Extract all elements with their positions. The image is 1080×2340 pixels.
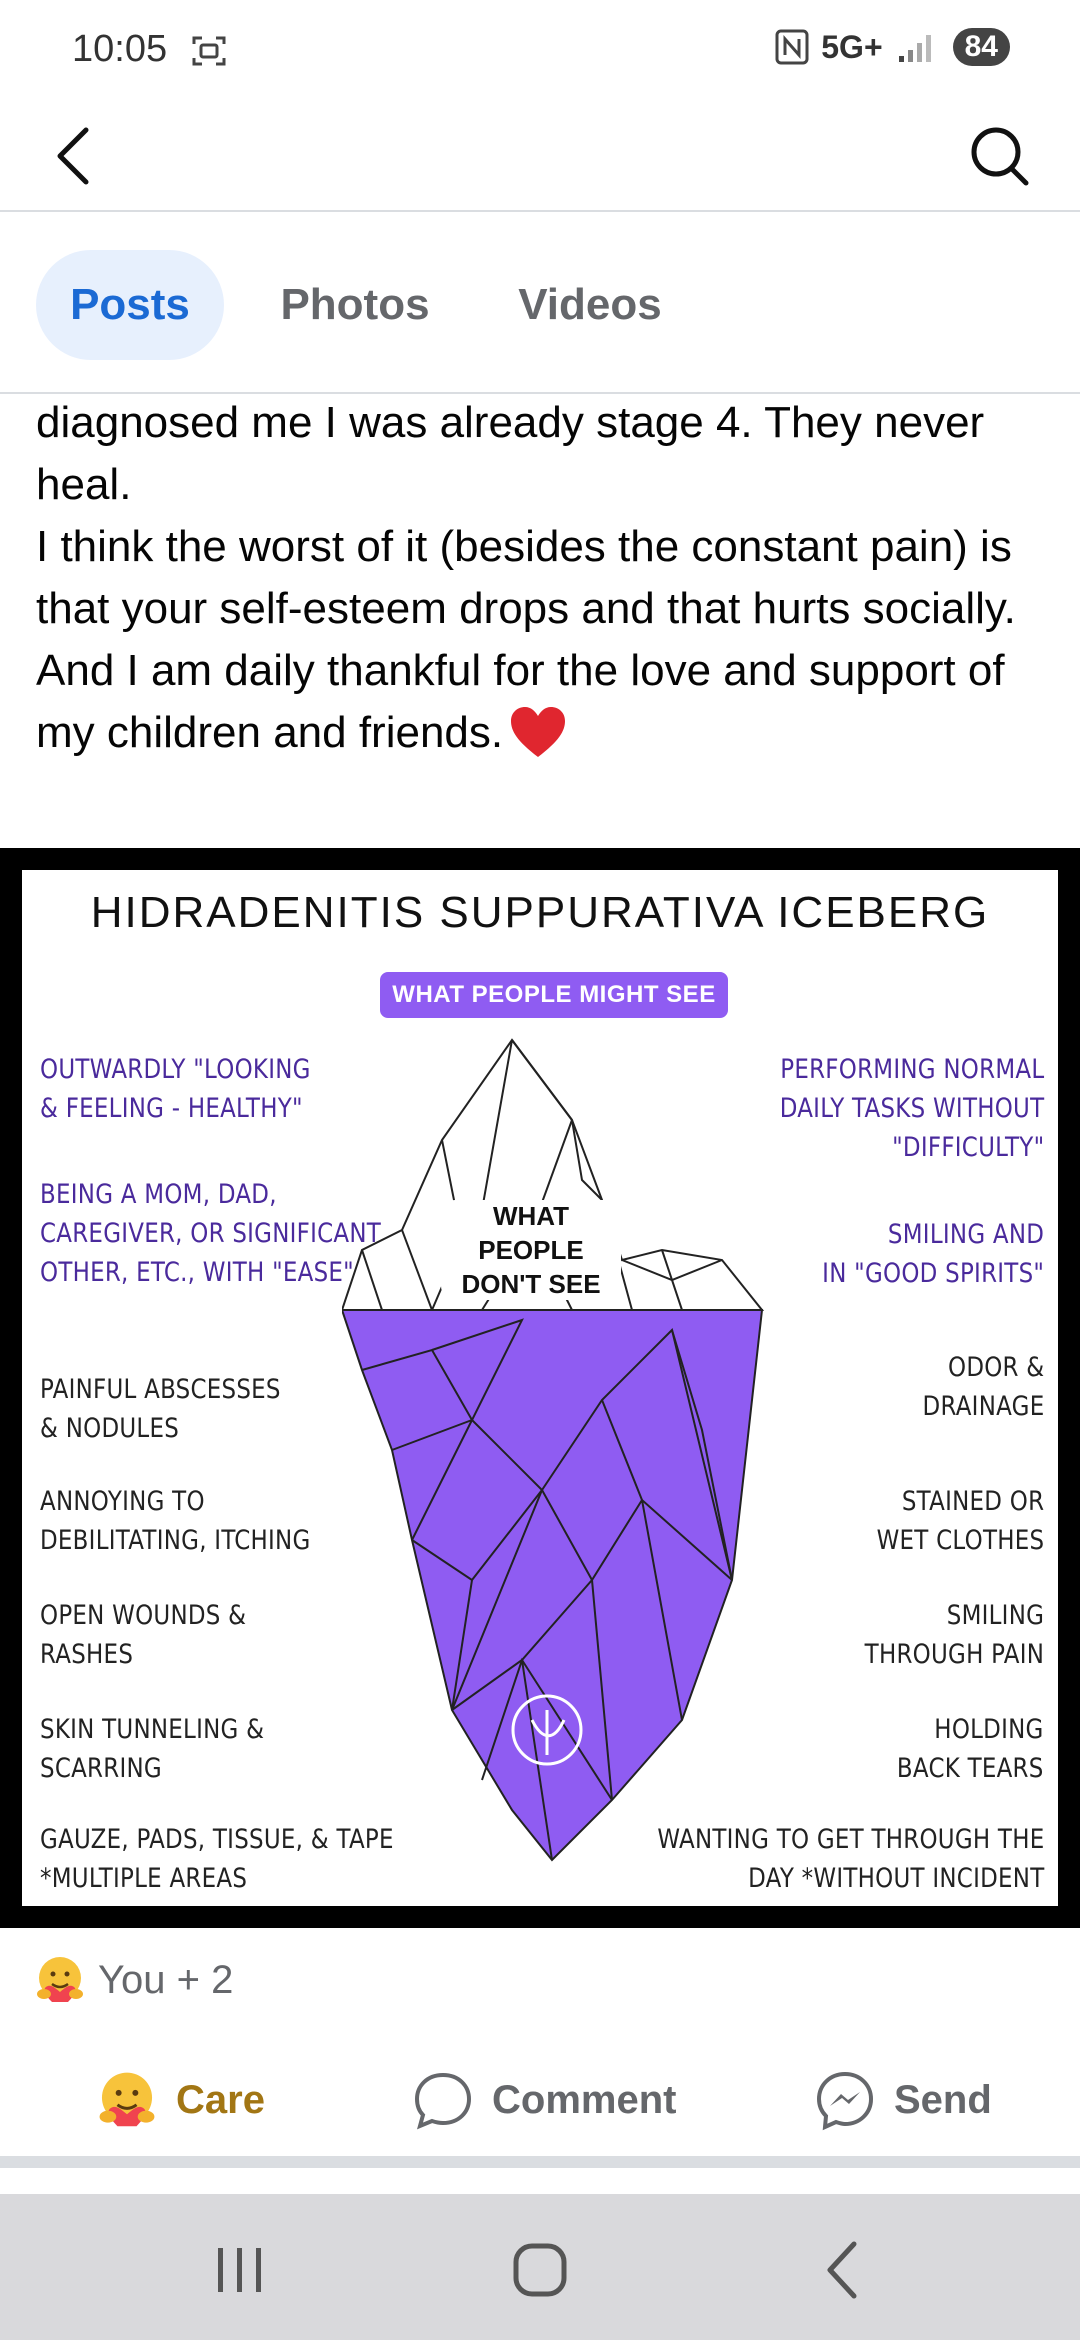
label-line: OPEN WOUNDS & bbox=[40, 1600, 247, 1631]
label-line: STAINED OR bbox=[901, 1486, 1044, 1517]
tab-videos[interactable]: Videos bbox=[518, 280, 662, 329]
nfc-icon bbox=[775, 29, 809, 65]
back-arrow-icon[interactable] bbox=[44, 116, 104, 196]
top-navigation bbox=[0, 100, 1080, 212]
label-line: GAUZE, PADS, TISSUE, & TAPE bbox=[40, 1824, 394, 1855]
care-label: Care bbox=[176, 2077, 265, 2122]
label-line: *MULTIPLE AREAS bbox=[40, 1863, 248, 1894]
label-line: OTHER, ETC., WITH "EASE" bbox=[40, 1257, 354, 1288]
tab-photos[interactable]: Photos bbox=[280, 280, 430, 329]
label-left-7: GAUZE, PADS, TISSUE, & TAPE *MULTIPLE AR… bbox=[40, 1820, 394, 1898]
back-icon[interactable] bbox=[804, 2230, 884, 2310]
label-left-1: OUTWARDLY "LOOKING & FEELING - HEALTHY" bbox=[40, 1050, 311, 1128]
status-time: 10:05 bbox=[72, 28, 168, 70]
label-line: OUTWARDLY "LOOKING bbox=[40, 1054, 311, 1085]
network-type: 5G+ bbox=[821, 28, 883, 65]
label-line: SCARRING bbox=[40, 1753, 162, 1784]
post-actions: Care Comment Send bbox=[0, 2050, 1080, 2150]
post-image[interactable]: HIDRADENITIS SUPPURATIVA ICEBERG WHAT PE… bbox=[0, 848, 1080, 1928]
infographic: HIDRADENITIS SUPPURATIVA ICEBERG WHAT PE… bbox=[22, 870, 1058, 1906]
care-reaction-icon bbox=[99, 2072, 155, 2127]
recent-apps-icon[interactable] bbox=[200, 2230, 280, 2310]
label-line: HOLDING bbox=[934, 1714, 1044, 1745]
label-line: BEING A MOM, DAD, bbox=[40, 1179, 277, 1210]
label-line: DAY *WITHOUT INCIDENT bbox=[747, 1863, 1044, 1894]
messenger-icon bbox=[816, 2071, 874, 2131]
iceberg-illustration bbox=[342, 1038, 765, 1862]
divider bbox=[0, 2156, 1080, 2168]
status-right: 5G+ 84 bbox=[775, 28, 1010, 66]
label-line: "DIFFICULTY" bbox=[891, 1132, 1044, 1163]
label-right-6: HOLDING BACK TEARS bbox=[897, 1710, 1044, 1788]
dont-see-line-2: DON'T SEE bbox=[461, 1269, 601, 1299]
status-bar: 10:05 5G+ 84 bbox=[0, 0, 1080, 100]
what-people-see-badge: WHAT PEOPLE MIGHT SEE bbox=[380, 972, 728, 1018]
label-line: WET CLOTHES bbox=[876, 1525, 1044, 1556]
comment-button[interactable]: Comment bbox=[412, 2050, 676, 2150]
screenshot-icon bbox=[192, 36, 226, 66]
send-label: Send bbox=[894, 2077, 992, 2122]
label-line: RASHES bbox=[40, 1639, 134, 1670]
dont-see-line-1: WHAT PEOPLE bbox=[478, 1201, 584, 1265]
android-navigation-bar bbox=[0, 2194, 1080, 2340]
label-right-4: STAINED OR WET CLOTHES bbox=[876, 1482, 1044, 1560]
send-button[interactable]: Send bbox=[814, 2050, 992, 2150]
organization-logo-icon bbox=[511, 1694, 583, 1766]
label-left-6: SKIN TUNNELING & SCARRING bbox=[40, 1710, 264, 1788]
label-right-1: PERFORMING NORMAL DAILY TASKS WITHOUT "D… bbox=[779, 1050, 1044, 1167]
reaction-count-text: You + 2 bbox=[98, 1957, 234, 2002]
post-line-3-text: And I am daily thankful for the love and… bbox=[36, 646, 1005, 757]
label-left-3: PAINFUL ABSCESSES & NODULES bbox=[40, 1370, 281, 1448]
label-line: ANNOYING TO bbox=[40, 1486, 205, 1517]
label-line: WANTING TO GET THROUGH THE bbox=[656, 1824, 1044, 1855]
post-line-3: And I am daily thankful for the love and… bbox=[36, 640, 1046, 764]
label-line: IN "GOOD SPIRITS" bbox=[821, 1258, 1044, 1289]
reaction-summary[interactable]: You + 2 bbox=[34, 1950, 233, 2010]
label-line: PAINFUL ABSCESSES bbox=[40, 1374, 281, 1405]
comment-label: Comment bbox=[492, 2077, 677, 2122]
label-left-4: ANNOYING TO DEBILITATING, ITCHING bbox=[40, 1482, 311, 1560]
label-line: & NODULES bbox=[40, 1413, 180, 1444]
battery-badge: 84 bbox=[952, 28, 1010, 66]
label-line: DEBILITATING, ITCHING bbox=[40, 1525, 311, 1556]
red-heart-icon bbox=[511, 707, 566, 757]
label-line: SMILING AND bbox=[887, 1219, 1044, 1250]
label-line: BACK TEARS bbox=[897, 1753, 1044, 1784]
label-left-2: BEING A MOM, DAD, CAREGIVER, OR SIGNIFIC… bbox=[40, 1175, 381, 1292]
label-line: PERFORMING NORMAL bbox=[779, 1054, 1044, 1085]
label-line: CAREGIVER, OR SIGNIFICANT bbox=[40, 1218, 382, 1249]
label-line: & FEELING - HEALTHY" bbox=[40, 1093, 303, 1124]
label-right-2: SMILING AND IN "GOOD SPIRITS" bbox=[822, 1215, 1044, 1293]
profile-tabs: Posts Photos Videos bbox=[0, 214, 1080, 394]
label-right-5: SMILING THROUGH PAIN bbox=[865, 1596, 1044, 1674]
label-line: THROUGH PAIN bbox=[864, 1639, 1044, 1670]
label-right-3: ODOR & DRAINAGE bbox=[922, 1348, 1044, 1426]
post-text: diagnosed me I was already stage 4. They… bbox=[36, 392, 1046, 764]
post-line-2: I think the worst of it (besides the con… bbox=[36, 522, 1016, 633]
post-line-1: diagnosed me I was already stage 4. They… bbox=[36, 398, 985, 509]
care-button[interactable]: Care bbox=[96, 2050, 265, 2150]
label-line: ODOR & bbox=[947, 1352, 1044, 1383]
what-people-dont-see-badge: WHAT PEOPLE DON'T SEE bbox=[441, 1200, 621, 1300]
label-right-7: WANTING TO GET THROUGH THE DAY *WITHOUT … bbox=[657, 1820, 1044, 1898]
label-line: SMILING bbox=[946, 1600, 1044, 1631]
label-line: SKIN TUNNELING & bbox=[40, 1714, 265, 1745]
home-icon[interactable] bbox=[500, 2230, 580, 2310]
label-line: DRAINAGE bbox=[922, 1391, 1044, 1422]
search-icon[interactable] bbox=[960, 114, 1040, 198]
label-left-5: OPEN WOUNDS & RASHES bbox=[40, 1596, 246, 1674]
label-line: DAILY TASKS WITHOUT bbox=[779, 1093, 1044, 1124]
tab-posts[interactable]: Posts bbox=[36, 250, 224, 360]
care-reaction-icon bbox=[37, 1957, 83, 2002]
signal-icon bbox=[898, 35, 931, 62]
infographic-title: HIDRADENITIS SUPPURATIVA ICEBERG bbox=[90, 888, 990, 937]
comment-icon bbox=[414, 2072, 472, 2130]
